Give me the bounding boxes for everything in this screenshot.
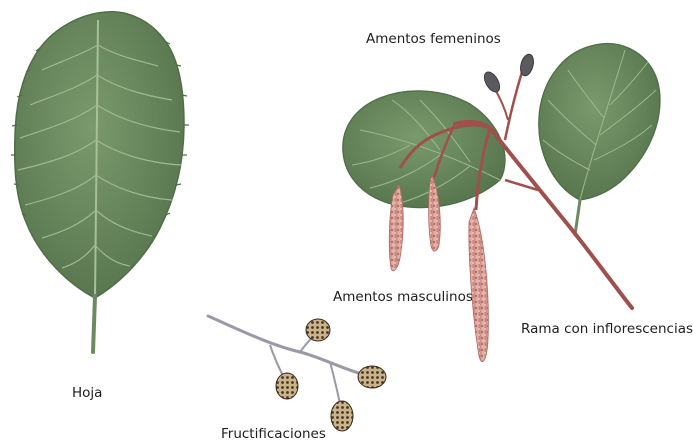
fruit-twig-figure	[208, 316, 386, 431]
fruit-twig	[208, 316, 368, 376]
male-catkin	[469, 208, 489, 362]
label-fruits: Fructificaciones	[221, 428, 326, 442]
branch-leaf-left	[343, 91, 505, 208]
female-catkin	[481, 69, 502, 94]
label-female-catkins: Amentos femeninos	[366, 33, 501, 47]
leaf-blade	[15, 12, 184, 298]
leaf-figure	[11, 12, 189, 352]
branch-leaf-right	[539, 44, 660, 200]
fruit-cone	[331, 401, 353, 431]
branch-figure	[343, 44, 660, 362]
label-male-catkins: Amentos masculinos	[333, 291, 473, 305]
label-leaf: Hoja	[72, 387, 102, 401]
fruit-cone	[358, 366, 386, 388]
leaf-petiole	[93, 296, 95, 352]
fruit-cone	[276, 373, 298, 399]
label-branch: Rama con inflorescencias	[521, 323, 693, 337]
fruit-cone	[306, 319, 330, 341]
